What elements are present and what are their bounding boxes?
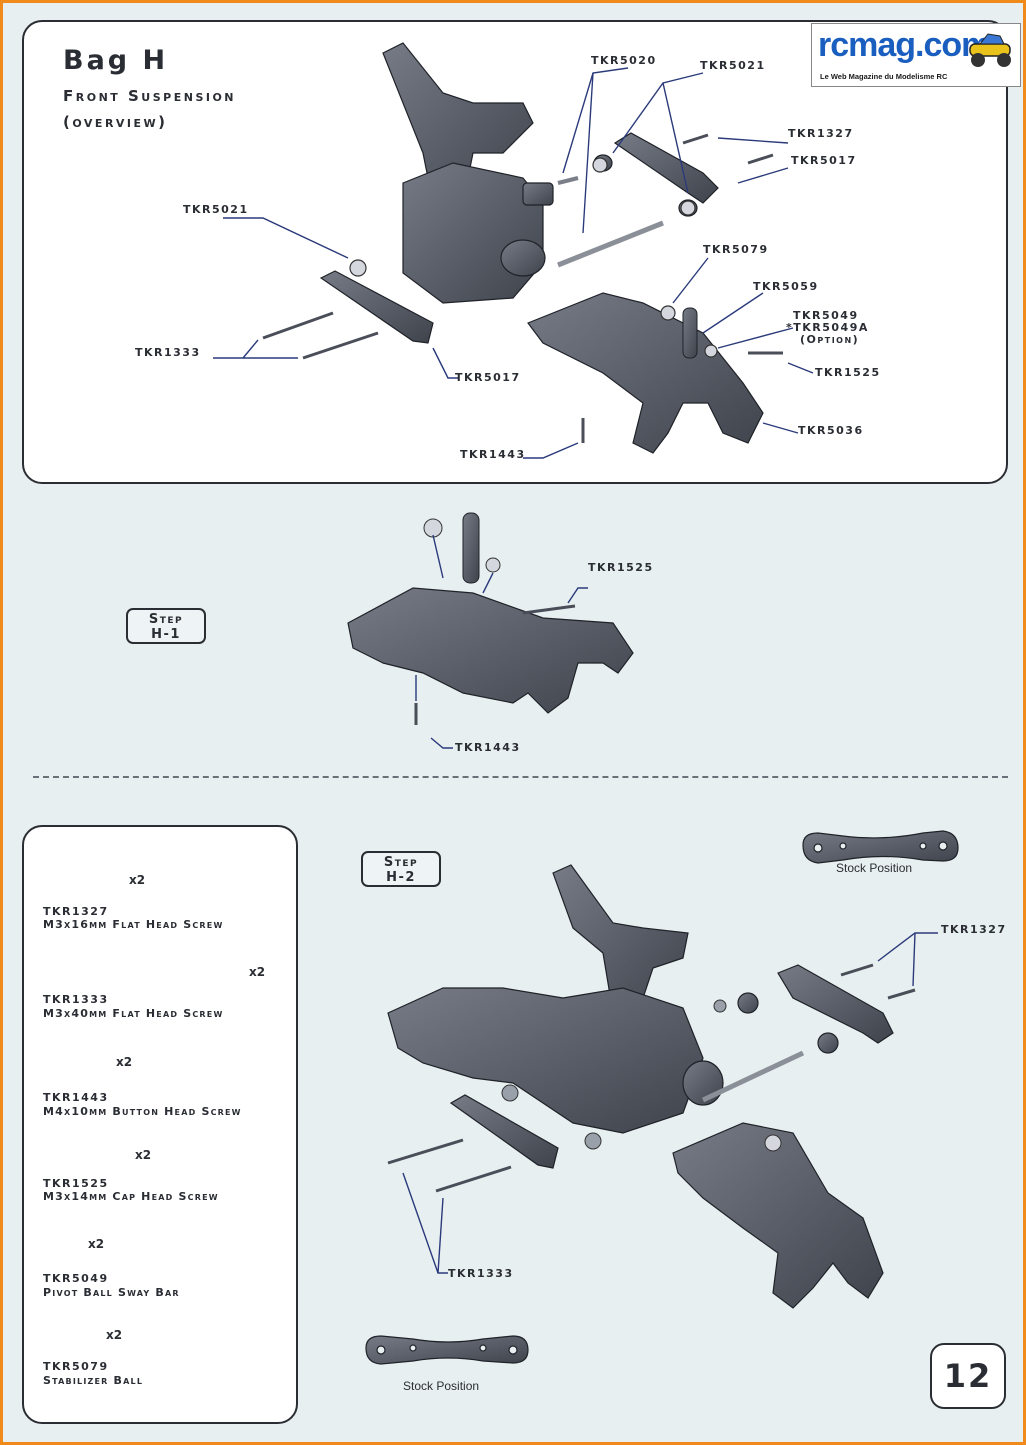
part-1-desc: M3x16mm Flat Head Screw — [43, 918, 224, 931]
part-5-desc: Pivot Ball Sway Bar — [43, 1286, 180, 1299]
page-number: 12 — [930, 1343, 1006, 1409]
label-tkr5059: TKR5059 — [753, 280, 819, 293]
step1-label-tkr1443: TKR1443 — [455, 741, 521, 754]
step2-front-mount — [449, 1094, 559, 1169]
overview-leader-lines — [213, 67, 814, 459]
part-3-desc: M4x10mm Button Head Screw — [43, 1105, 242, 1118]
part-4-qty: x2 — [135, 1148, 152, 1162]
overview-balls — [349, 157, 718, 358]
label-tkr5036: TKR5036 — [798, 424, 864, 437]
step-h1-word: Step — [148, 612, 184, 627]
label-tkr5021-left: TKR5021 — [183, 203, 249, 216]
step2-upper-arm — [737, 964, 894, 1054]
part-1-qty: x2 — [129, 873, 146, 887]
step1-label-tkr1525: TKR1525 — [588, 561, 654, 574]
label-tkr1443: TKR1443 — [460, 448, 526, 461]
logo-tagline: Le Web Magazine du Modelisme RC — [820, 72, 948, 81]
overview-gearbox — [402, 162, 554, 304]
step2-leader-lines — [402, 932, 938, 1274]
overview-hinge-pin-short — [557, 176, 579, 185]
label-tkr5020: TKR5020 — [591, 54, 657, 67]
step1-ball-link — [462, 512, 480, 584]
step2-label-tkr1327: TKR1327 — [941, 923, 1007, 936]
step2-gearbox-and-arm — [387, 987, 724, 1134]
stock-position-top-label: Stock Position — [836, 861, 913, 875]
stock-position-bottom-label: Stock Position — [403, 1379, 480, 1393]
stock-mount-top — [802, 830, 959, 864]
part-6-desc: Stabilizer Ball — [43, 1374, 144, 1387]
label-option: (Option) — [800, 333, 860, 346]
step-h1-number: H-1 — [151, 627, 181, 642]
step1-screws — [414, 604, 576, 725]
part-1-code: TKR1327 — [43, 905, 109, 918]
label-tkr1333: TKR1333 — [135, 346, 201, 359]
part-2-code: TKR1333 — [43, 993, 109, 1006]
step-h1-badge: Step H-1 — [126, 608, 206, 644]
step-h2-badge: Step H-2 — [361, 851, 441, 887]
step2-screws — [387, 963, 916, 1193]
label-tkr5049a: *TKR5049A — [786, 321, 869, 334]
section-divider — [33, 776, 1008, 778]
page-subtitle: Front Suspension — [63, 87, 237, 105]
part-6-qty: x2 — [106, 1328, 123, 1342]
label-tkr1327: TKR1327 — [788, 127, 854, 140]
step2-lower-arm — [672, 1122, 884, 1309]
part-3-code: TKR1443 — [43, 1091, 109, 1104]
part-2-desc: M3x40mm Flat Head Screw — [43, 1007, 224, 1020]
label-tkr5079: TKR5079 — [703, 243, 769, 256]
logo-text: rcmag.com — [818, 26, 991, 64]
overview-hinge-pin-long — [557, 220, 664, 268]
assembly-drawings — [44, 42, 959, 1365]
stock-mount-bottom — [365, 1335, 529, 1365]
step2-small-parts — [501, 999, 782, 1152]
overview-ball-link — [682, 307, 698, 359]
page-subtitle-overview: (overview) — [63, 113, 168, 131]
page-title: Bag H — [63, 45, 169, 76]
part-2-qty: x2 — [249, 965, 266, 979]
step2-label-tkr1333: TKR1333 — [448, 1267, 514, 1280]
label-tkr5017-bottom: TKR5017 — [455, 371, 521, 384]
manual-page: Bag H Front Suspension (overview) rcmag.… — [3, 3, 1023, 1442]
rc-car-icon — [969, 33, 1011, 67]
part-5-code: TKR5049 — [43, 1272, 109, 1285]
overview-upper-arm — [593, 132, 719, 217]
step2-hinge-pin — [701, 1050, 805, 1103]
overview-screws — [262, 133, 783, 443]
step1-leader-lines — [415, 534, 588, 749]
part-6-code: TKR5079 — [43, 1360, 109, 1373]
label-tkr1525: TKR1525 — [815, 366, 881, 379]
part-5-qty: x2 — [88, 1237, 105, 1251]
label-tkr5049: TKR5049 — [793, 309, 859, 322]
step1-lower-arm — [347, 587, 634, 714]
step-h2-word: Step — [383, 855, 419, 870]
part-4-code: TKR1525 — [43, 1177, 109, 1190]
overview-panel — [22, 20, 1008, 484]
part-3-qty: x2 — [116, 1055, 133, 1069]
overview-front-mount — [319, 270, 434, 344]
step2-shock-tower — [552, 864, 689, 1014]
step-h2-number: H-2 — [386, 870, 416, 885]
part-4-desc: M3x14mm Cap Head Screw — [43, 1190, 219, 1203]
parts-list-panel — [22, 825, 298, 1424]
label-tkr5021-top: TKR5021 — [700, 59, 766, 72]
label-tkr5017-top: TKR5017 — [791, 154, 857, 167]
rcmag-logo: rcmag.com Le Web Magazine du Modelisme R… — [811, 23, 1021, 87]
